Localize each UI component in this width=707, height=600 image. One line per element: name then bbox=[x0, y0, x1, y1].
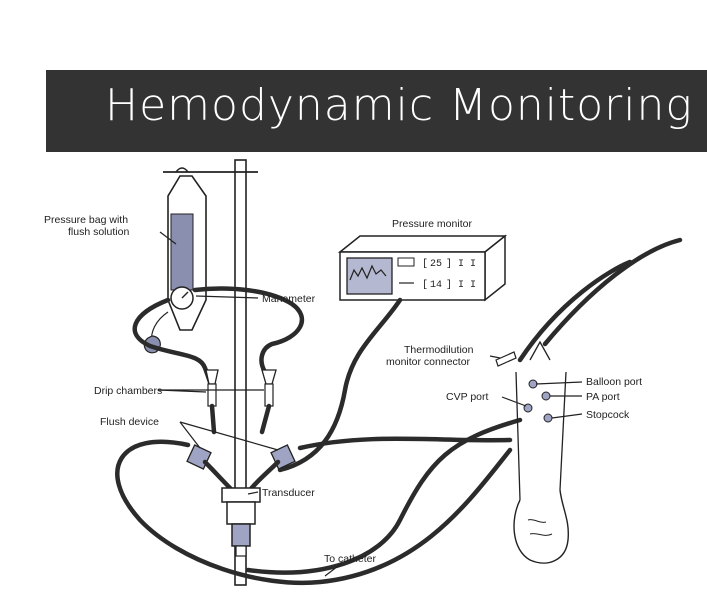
label-pressure-monitor: Pressure monitor bbox=[392, 218, 472, 230]
label-drip-chambers: Drip chambers bbox=[94, 385, 162, 397]
label-thermodilution-2: monitor connector bbox=[386, 356, 471, 368]
label-stopcock: Stopcock bbox=[586, 409, 630, 421]
label-pa-port: PA port bbox=[586, 391, 620, 403]
label-pressure-bag-2: flush solution bbox=[68, 226, 129, 238]
label-cvp-port: CVP port bbox=[446, 391, 488, 403]
transducer bbox=[221, 487, 261, 557]
leader-lines bbox=[157, 231, 583, 577]
svg-text:[: [ bbox=[422, 258, 428, 270]
svg-text:] I I: ] I I bbox=[446, 258, 476, 270]
flush-devices bbox=[186, 444, 296, 493]
label-pressure-bag-1: Pressure bag with bbox=[44, 214, 128, 226]
pressure-monitor: [ 25 ] I I [ 14 ] I I bbox=[337, 234, 508, 302]
hand bbox=[513, 489, 570, 564]
flush-solution-bag bbox=[170, 213, 194, 291]
label-manometer: Manometer bbox=[262, 293, 316, 305]
monitor-value-1: 25 bbox=[430, 259, 442, 270]
diagram-labels: Pressure bag with flush solution Manomet… bbox=[44, 214, 642, 565]
catheter-arm bbox=[495, 340, 570, 564]
label-balloon-port: Balloon port bbox=[586, 376, 642, 388]
monitor-value-2: 14 bbox=[430, 280, 442, 291]
tubing bbox=[115, 237, 683, 586]
label-to-catheter: To catheter bbox=[324, 553, 376, 565]
svg-text:] I I: ] I I bbox=[446, 279, 476, 291]
monitor-screen bbox=[346, 257, 393, 295]
label-thermodilution-1: Thermodilution bbox=[404, 344, 474, 356]
label-transducer: Transducer bbox=[262, 487, 315, 499]
title-banner bbox=[46, 70, 707, 152]
page-title: Hemodynamic Monitoring bbox=[105, 80, 693, 131]
svg-text:[: [ bbox=[422, 279, 428, 291]
iv-pole bbox=[163, 159, 258, 586]
drip-chambers bbox=[205, 369, 277, 435]
label-flush-device: Flush device bbox=[100, 416, 159, 428]
pressure-bag bbox=[143, 175, 207, 354]
thermodilution-connector bbox=[495, 351, 517, 367]
